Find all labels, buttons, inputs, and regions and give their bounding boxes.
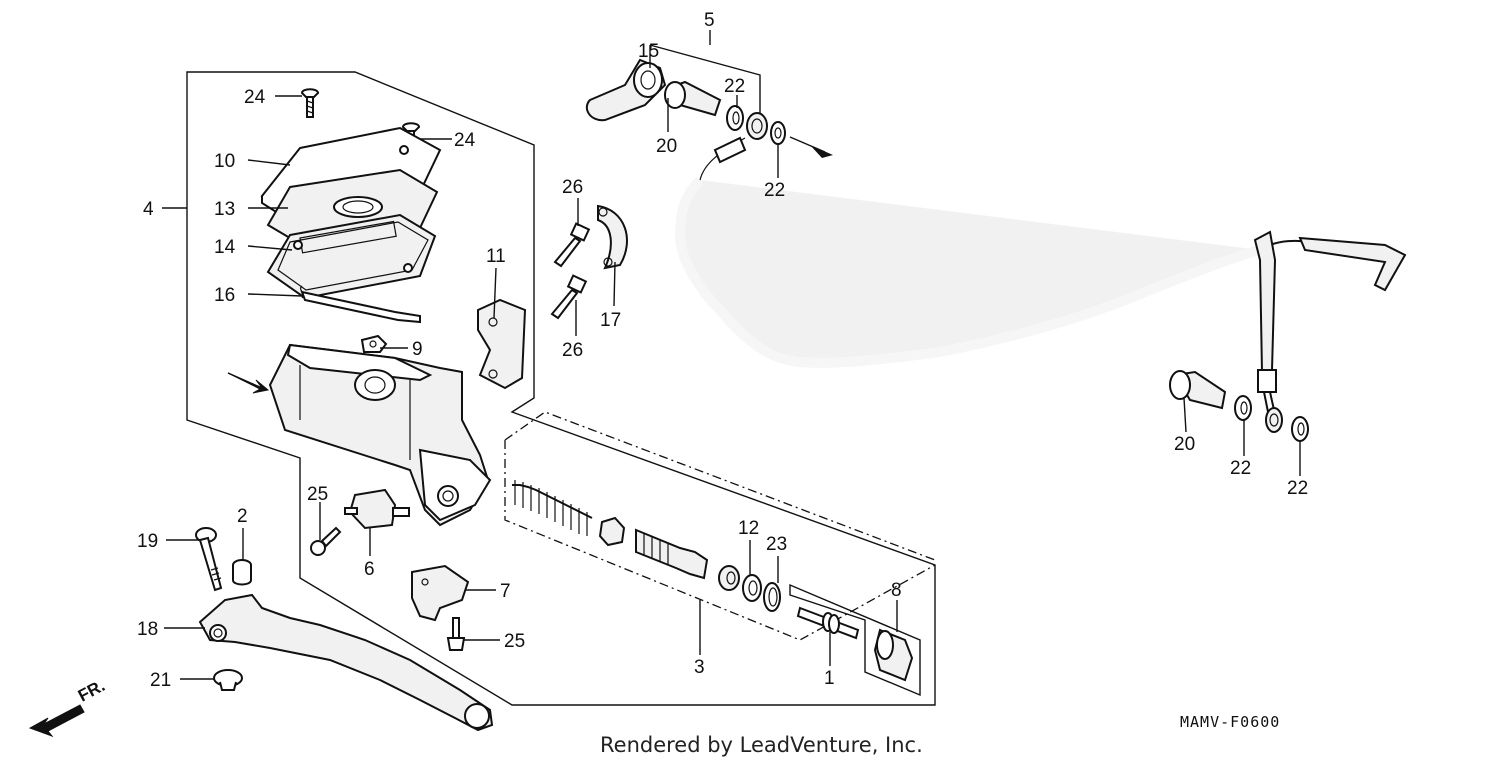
front-direction-indicator: FR. [28, 676, 108, 738]
callout-18: 18 [137, 619, 158, 640]
washer-22-d [1291, 416, 1309, 442]
callout-20-top: 20 [656, 136, 677, 157]
credit-line: Rendered by LeadVenture, Inc. [600, 733, 923, 757]
callout-23: 23 [766, 534, 787, 555]
callout-14: 14 [214, 237, 236, 258]
assembly-outline-4 [186, 71, 936, 706]
callout-26-top: 26 [562, 177, 583, 198]
washer-22-c [1234, 395, 1252, 421]
screw-25-right [446, 617, 466, 651]
callout-16: 16 [214, 285, 235, 306]
assembly-outline-1 [789, 583, 921, 697]
screw-24-top [300, 88, 320, 118]
clamp-17 [597, 204, 628, 270]
banjo-fitting-15 [585, 58, 667, 122]
callout-2: 2 [237, 506, 248, 527]
circlip-23 [763, 582, 781, 612]
cup [598, 516, 626, 547]
collar-2 [232, 559, 252, 586]
bolt-19 [195, 527, 223, 592]
assembly-outline-3 [504, 411, 936, 641]
diaphragm-14 [266, 213, 437, 300]
callout-22-upper-right: 22 [764, 180, 785, 201]
callout-8: 8 [891, 580, 902, 601]
callout-labels: 24 24 10 13 14 16 4 9 11 17 26 26 5 15 2… [137, 10, 1308, 691]
callout-7: 7 [500, 581, 511, 602]
washer-22-b [770, 121, 786, 145]
bolt-26-upper [553, 222, 591, 268]
master-cylinder-body [268, 343, 492, 527]
callout-22-bottom-right: 22 [1287, 478, 1308, 499]
callout-24-right: 24 [454, 130, 476, 151]
callout-3: 3 [694, 657, 705, 678]
banjo-bolt-20-bottom [1169, 370, 1227, 410]
callout-21: 21 [150, 670, 171, 691]
spring [512, 480, 593, 536]
lever-18 [198, 593, 494, 732]
washer-12 [718, 565, 740, 591]
callout-25-left: 25 [307, 484, 328, 505]
leader-lines [162, 30, 1301, 680]
push-rod-1 [796, 606, 860, 640]
callout-10: 10 [214, 151, 235, 172]
piston [635, 528, 709, 580]
washer-12b [742, 574, 762, 602]
callout-22-top: 22 [724, 76, 745, 97]
boot-8 [873, 628, 914, 682]
diagram-code: MAMV-F0600 [1180, 713, 1280, 731]
callout-26-bottom: 26 [562, 340, 583, 361]
brake-hose [674, 136, 1407, 433]
washer-22-a [726, 105, 744, 131]
assembly-outline-5 [649, 44, 761, 120]
banjo-bolt-20-top [664, 80, 722, 117]
bushing-21 [213, 669, 243, 691]
front-direction-label: FR. [75, 676, 108, 706]
callout-1: 1 [824, 668, 835, 689]
callout-13: 13 [214, 199, 235, 220]
bolt-26-lower [550, 274, 588, 320]
callout-9: 9 [412, 339, 423, 360]
screw-25-left [310, 526, 342, 556]
plate-16 [299, 285, 421, 324]
callout-17: 17 [600, 310, 621, 331]
callout-11: 11 [486, 246, 506, 267]
callout-19: 19 [137, 531, 158, 552]
callout-24-top: 24 [244, 87, 266, 108]
callout-12: 12 [738, 518, 759, 539]
callout-22-bottom-left: 22 [1230, 458, 1251, 479]
holder-11 [477, 298, 527, 390]
bracket-7 [411, 564, 470, 622]
callout-6: 6 [364, 559, 375, 580]
switch-6 [344, 488, 410, 530]
bracket-9 [360, 334, 388, 353]
callout-20-bottom: 20 [1174, 434, 1195, 455]
hose-fitting-top [746, 112, 768, 140]
callout-5: 5 [704, 10, 715, 31]
callout-25-right: 25 [504, 631, 525, 652]
callout-4: 4 [143, 199, 154, 220]
callout-15: 15 [638, 41, 659, 62]
